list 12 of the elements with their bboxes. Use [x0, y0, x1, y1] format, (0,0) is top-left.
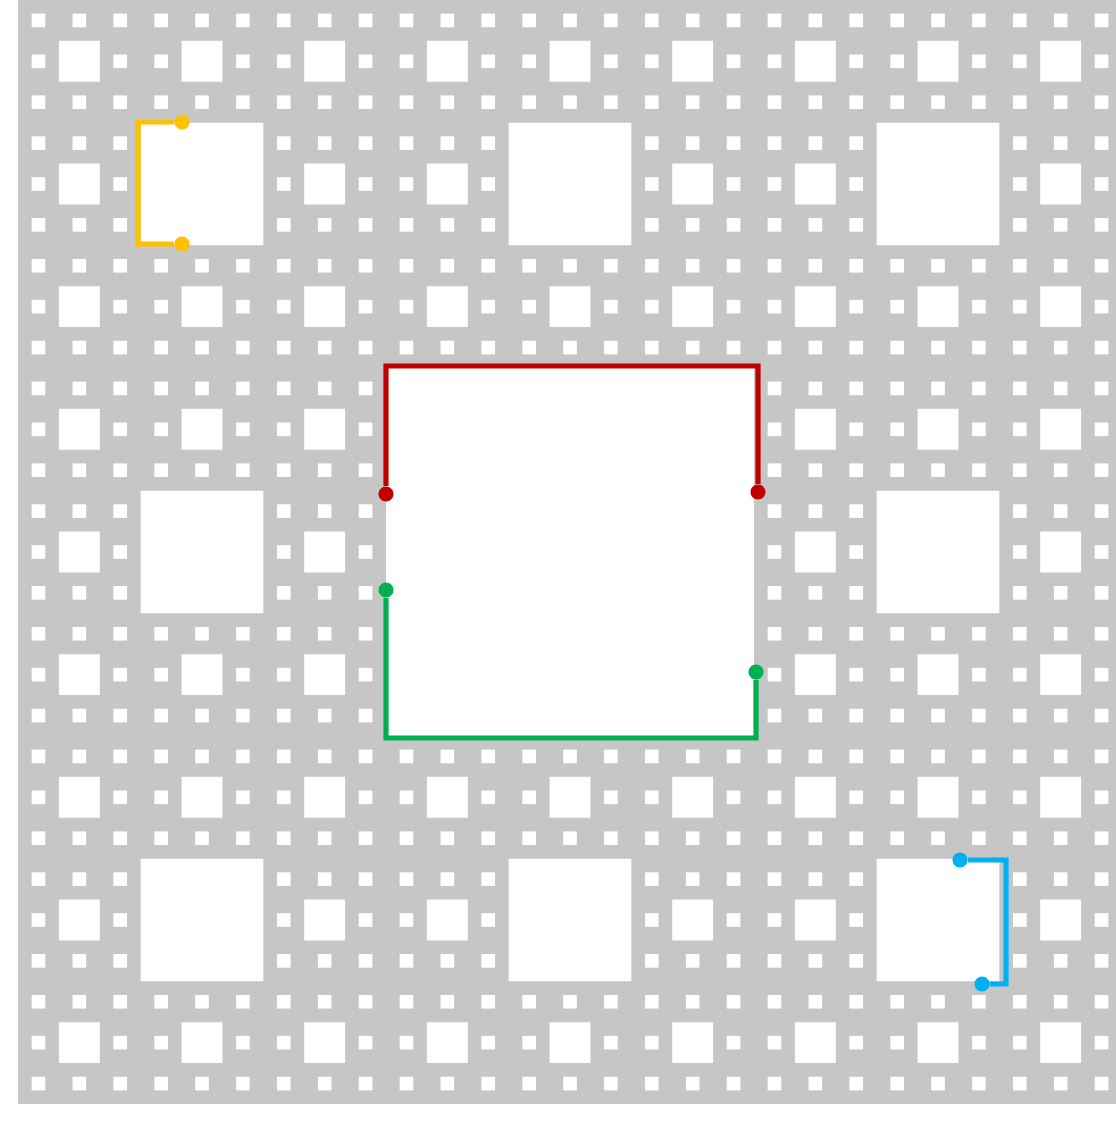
dot [378, 582, 394, 598]
dot [750, 484, 766, 500]
dot [748, 664, 764, 680]
connector-line [383, 597, 759, 741]
connector-line [967, 857, 1009, 987]
dot [174, 114, 190, 130]
dot [174, 236, 190, 252]
dot [974, 976, 990, 992]
dot [378, 486, 394, 502]
connector-line [383, 363, 761, 487]
connector-line [135, 119, 175, 247]
dot [952, 852, 968, 868]
